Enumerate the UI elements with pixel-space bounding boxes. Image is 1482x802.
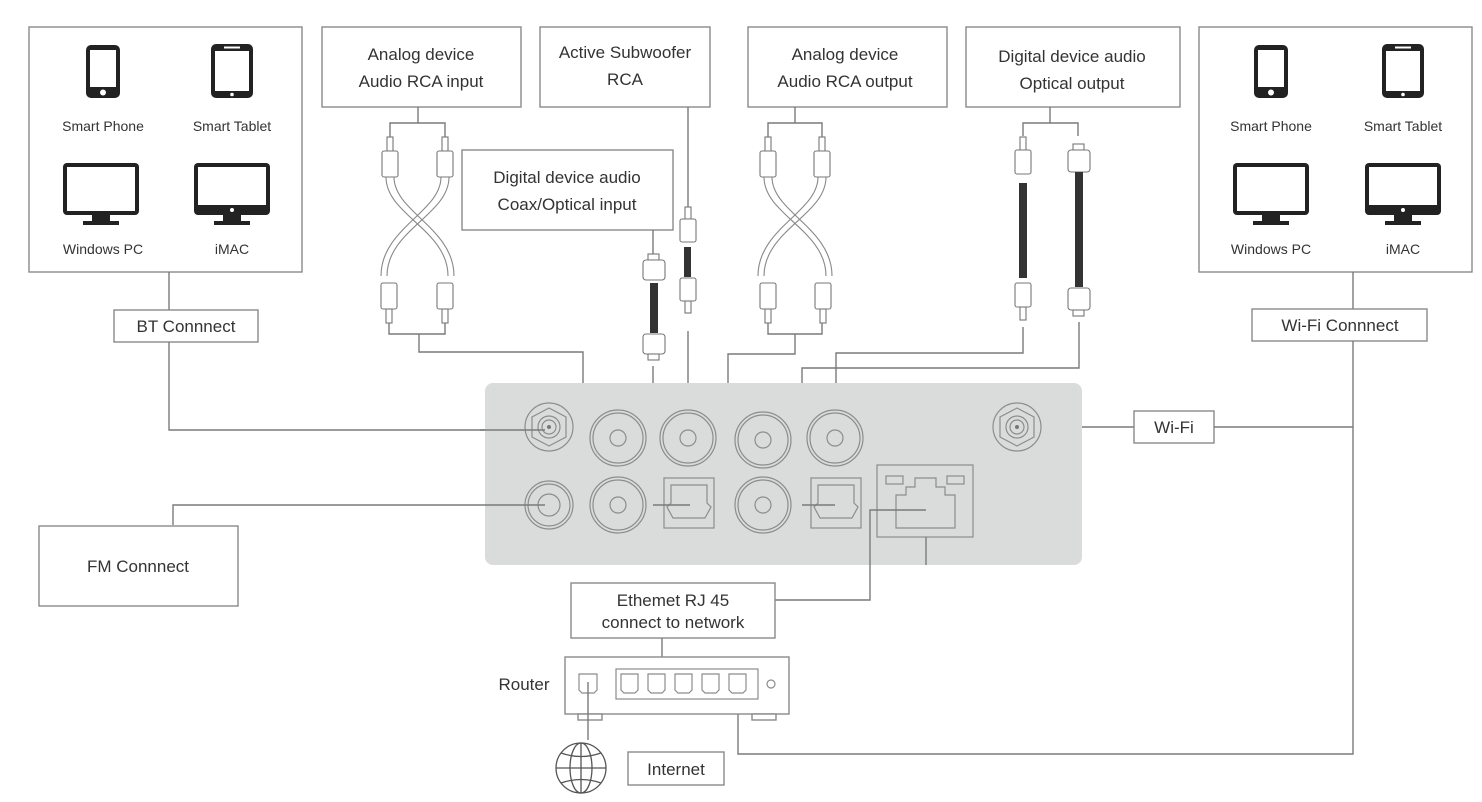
rca-stereo-cable-output — [727, 107, 833, 506]
router-lan-port[interactable] — [620, 673, 639, 694]
rca-input-r-port[interactable] — [589, 476, 647, 534]
smartphone-icon — [1254, 45, 1288, 98]
analog-input-box — [321, 26, 522, 108]
monitor-icon — [63, 163, 139, 225]
monitor-icon — [1233, 163, 1309, 225]
rca-output-l-port[interactable] — [734, 411, 792, 469]
left-device-label: Smart Phone — [62, 118, 144, 134]
analog-output-label-2: Audio RCA output — [777, 72, 912, 91]
smartphone-icon — [86, 45, 120, 98]
analog-output-label-1: Analog device — [792, 45, 899, 64]
router-wan-port[interactable] — [578, 673, 598, 694]
bt-connect-box — [113, 309, 259, 343]
left-device-label: iMAC — [215, 241, 249, 257]
right-device-group: Smart Phone Smart Tablet Windows PC iMAC — [1198, 26, 1473, 273]
right-device-label: iMAC — [1386, 241, 1420, 257]
digital-output-cables — [801, 107, 1091, 506]
digital-coax-input-label-2: Coax/Optical input — [498, 195, 637, 214]
bt-wire — [168, 342, 545, 431]
router-body — [564, 656, 790, 715]
router-lan-port[interactable] — [728, 673, 747, 694]
coax-output-port[interactable] — [806, 409, 864, 467]
rear-panel-body — [485, 383, 1082, 565]
wifi-antenna-port[interactable] — [992, 402, 1042, 452]
router-led — [766, 679, 776, 689]
bt-antenna-port[interactable] — [524, 402, 574, 452]
subwoofer-box — [539, 26, 711, 108]
wifi-connect-label: Wi-Fi Connnect — [1281, 316, 1398, 335]
fm-wire — [172, 504, 545, 525]
left-device-group: Smart Phone Smart Tablet Windows PC iMAC — [28, 26, 303, 273]
right-device-label: Smart Tablet — [1364, 118, 1442, 134]
internet-label: Internet — [647, 760, 705, 779]
subwoofer-label-2: RCA — [607, 70, 644, 89]
right-device-box — [1198, 26, 1473, 273]
digital-optical-output-label-1: Digital device audio — [998, 47, 1145, 66]
digital-coax-input-label-1: Digital device audio — [493, 168, 640, 187]
left-device-box — [28, 26, 303, 273]
router-label: Router — [498, 675, 549, 694]
tablet-icon — [1382, 44, 1424, 98]
ethernet-box — [570, 582, 776, 639]
router-icon — [564, 656, 790, 721]
wifi-connect-box — [1251, 308, 1428, 342]
router-lan-port[interactable] — [701, 673, 720, 694]
subwoofer-label-1: Active Subwoofer — [559, 43, 692, 62]
analog-output-box — [747, 26, 948, 108]
rca-output-r-port[interactable] — [734, 476, 792, 534]
internet-box — [627, 751, 725, 786]
bt-connect-label: BT Connnect — [137, 317, 236, 336]
imac-icon — [1365, 163, 1441, 225]
subwoofer-port[interactable] — [659, 409, 717, 467]
rca-input-l-port[interactable] — [589, 409, 647, 467]
rear-panel — [480, 383, 1082, 565]
right-device-label: Windows PC — [1231, 241, 1311, 257]
imac-icon — [194, 163, 270, 225]
ethernet-port[interactable] — [876, 464, 974, 538]
router-lan-port[interactable] — [674, 673, 693, 694]
analog-input-label-1: Analog device — [368, 45, 475, 64]
analog-input-label-2: Audio RCA input — [359, 72, 484, 91]
ethernet-label-1: Ethemet RJ 45 — [617, 591, 729, 610]
left-device-label: Smart Tablet — [193, 118, 271, 134]
left-device-label: Windows PC — [63, 241, 143, 257]
rca-subwoofer-cable — [679, 107, 697, 438]
globe-icon — [555, 742, 607, 794]
wifi-box — [1133, 410, 1215, 444]
router-lan-port[interactable] — [647, 673, 666, 694]
digital-optical-output-box — [965, 26, 1181, 108]
digital-optical-output-label-2: Optical output — [1020, 74, 1125, 93]
digital-coax-input-box — [461, 149, 674, 231]
wifi-label: Wi-Fi — [1154, 418, 1194, 437]
ethernet-wire — [773, 509, 926, 601]
right-device-label: Smart Phone — [1230, 118, 1312, 134]
fm-connect-label: FM Connnect — [87, 557, 189, 576]
router-wifi-wire — [737, 341, 1354, 755]
ethernet-label-2: connect to network — [602, 613, 745, 632]
fm-connect-box — [38, 525, 239, 607]
tablet-icon — [211, 44, 253, 98]
